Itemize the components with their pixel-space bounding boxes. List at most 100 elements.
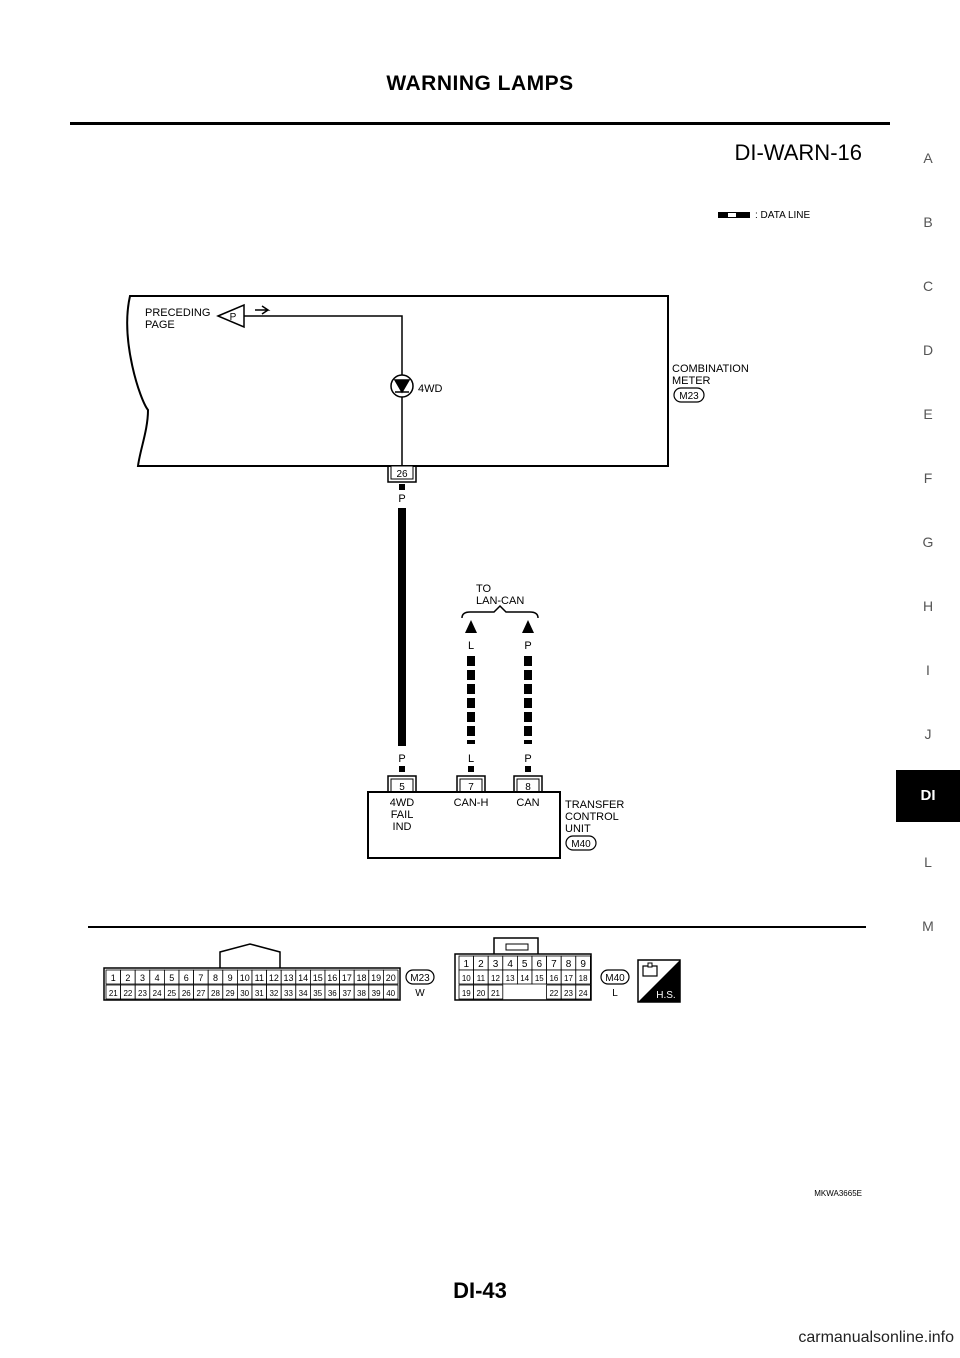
pin-number: 5 [522, 959, 528, 970]
can-arrow-l-icon [465, 620, 477, 633]
preceding-page-line2: PAGE [145, 319, 175, 331]
hs-connector-latch-icon [647, 962, 653, 968]
pin-number: 1 [111, 973, 116, 983]
pin-number: 37 [342, 989, 351, 998]
terminal-26-box [390, 465, 414, 480]
data-line-gap [728, 213, 736, 217]
watermark[interactable]: carmanualsonline.info [798, 1329, 954, 1346]
wire-color-l-bottom: L [468, 753, 474, 765]
pin-number: 31 [255, 989, 264, 998]
pin-number: 39 [372, 989, 381, 998]
hs-label: H.S. [656, 990, 675, 1001]
wire-p-thick [398, 508, 406, 746]
legend-label: : DATA LINE [755, 210, 811, 221]
pin-7-name: CAN-H [454, 797, 489, 809]
pin-number: 16 [327, 973, 337, 983]
pin-number: 32 [269, 989, 278, 998]
pin-number: 9 [228, 973, 233, 983]
side-index-i[interactable]: I [926, 662, 930, 678]
terminal-8-frame [513, 775, 543, 792]
pin-number: 22 [549, 989, 558, 998]
side-index-d[interactable]: D [922, 342, 934, 358]
pin-number: 21 [491, 989, 500, 998]
m40-latch-slot [505, 943, 529, 951]
pin-number: 19 [462, 989, 471, 998]
side-index-a[interactable]: A [923, 150, 933, 166]
pin-number: 26 [182, 989, 191, 998]
side-index-l[interactable]: L [924, 854, 932, 870]
pin-number: 30 [240, 989, 249, 998]
pin-number: 27 [196, 989, 205, 998]
pin-8-name: CAN [516, 797, 539, 809]
pin-cavity [382, 984, 399, 1000]
meter-name-line2: METER [672, 375, 711, 387]
figure-id: MKWA3665E [814, 1189, 862, 1198]
pin-cavity [575, 984, 591, 1000]
terminal-7-frame [456, 775, 486, 792]
pin-number: 9 [580, 959, 586, 970]
pin-number: 15 [535, 974, 544, 983]
pin-number: 25 [167, 989, 176, 998]
side-index-m[interactable]: M [922, 918, 934, 934]
pin-number: 15 [313, 973, 323, 983]
diagram-code: DI-WARN-16 [734, 140, 862, 165]
pin-number: 13 [506, 974, 515, 983]
wire-dot-p-bottom [399, 766, 405, 772]
pin-number: 7 [551, 959, 557, 970]
pin-5-line1: 4WD [390, 797, 415, 809]
meter-internal-wire [244, 315, 403, 466]
pin-number: 18 [579, 974, 588, 983]
m23-badge-id: M23 [410, 973, 430, 984]
pin-number: 40 [386, 989, 395, 998]
tcu-name-line2: CONTROL [565, 811, 619, 823]
transfer-control-unit: 5 7 8 4WD FAIL IND CAN-H CAN TRANSFER CO… [367, 775, 624, 859]
wire-color-p-bottom: P [398, 753, 405, 765]
wire-dot-top [399, 484, 405, 490]
side-index-f[interactable]: F [923, 470, 933, 486]
pin-number: 2 [125, 973, 130, 983]
header-rule [70, 122, 890, 125]
terminal-8-label: 8 [525, 782, 531, 793]
pin-number: 12 [269, 973, 279, 983]
tcu-connector-badge [565, 835, 597, 851]
m23-wire-color: W [415, 988, 425, 999]
pin-number: 24 [579, 989, 588, 998]
pin-number: 22 [123, 989, 132, 998]
terminal-26-frame [387, 466, 417, 483]
terminal-5-label: 5 [399, 782, 405, 793]
preceding-page-tag-label: P [230, 312, 237, 323]
pin-number: 11 [255, 973, 264, 983]
pin-number: 4 [507, 959, 513, 970]
meter-connector-badge [673, 387, 705, 403]
page-number: DI-43 [453, 1278, 507, 1303]
m23-pin-grid: 1212223234245256267278289291030113112321… [105, 969, 399, 1000]
can-brace [461, 604, 539, 619]
tcu-name-line3: UNIT [565, 823, 591, 835]
pin-number: 12 [491, 974, 500, 983]
can-label-line1: TO [476, 583, 492, 595]
side-index-e[interactable]: E [923, 406, 933, 422]
can-arrow-p-icon [522, 620, 534, 633]
side-index-h[interactable]: H [922, 598, 934, 614]
page-title: WARNING LAMPS [386, 72, 574, 95]
meter-name-line1: COMBINATION [672, 363, 749, 375]
pin-number: 17 [564, 974, 573, 983]
wire-dot-p2-bottom [525, 766, 531, 772]
pin-number: 8 [566, 959, 572, 970]
tcu-name-line1: TRANSFER [565, 799, 624, 811]
m23-connector-face: 1212223234245256267278289291030113112321… [103, 943, 435, 1001]
hs-triangle [638, 960, 680, 1002]
pin-number: 18 [356, 973, 366, 983]
side-index-b[interactable]: B [923, 214, 933, 230]
pin-number: 24 [153, 989, 162, 998]
side-index-di-active[interactable]: DI [896, 770, 960, 822]
terminal-26-label: 26 [396, 469, 408, 480]
combination-meter: PRECEDING PAGE P 4WD COMBINATION METER M… [126, 295, 749, 467]
side-index-c[interactable]: C [922, 278, 934, 294]
pin-number: 29 [226, 989, 235, 998]
side-index-g[interactable]: G [922, 534, 934, 550]
side-index-j[interactable]: J [924, 726, 932, 742]
tcu-outline [367, 791, 561, 859]
legend-data-line: : DATA LINE [718, 210, 811, 221]
